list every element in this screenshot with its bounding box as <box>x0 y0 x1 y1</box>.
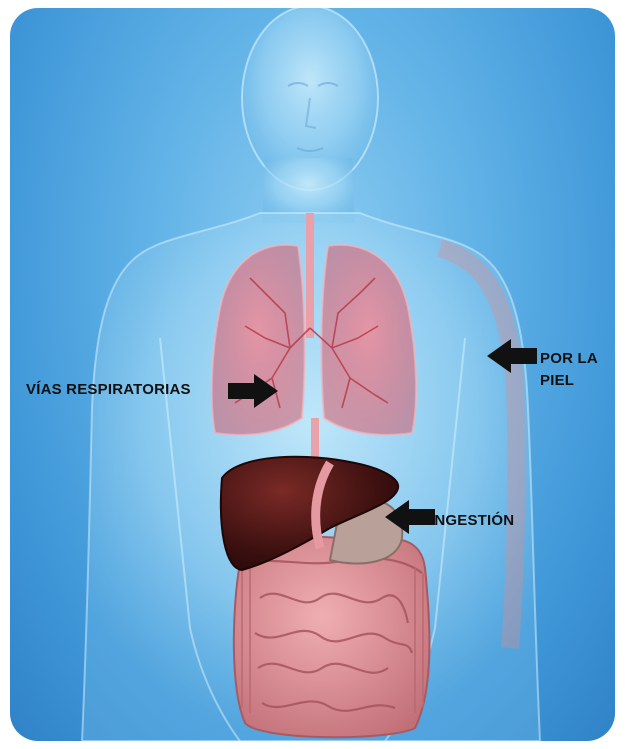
label-skin-line1: POR LA <box>540 348 598 370</box>
arrow-respiratory-icon <box>228 374 278 408</box>
label-skin: POR LA PIEL <box>540 348 598 392</box>
human-body-illustration <box>10 8 615 741</box>
arrow-ingestion-icon <box>385 500 435 534</box>
label-ingestion: INGESTIÓN <box>430 510 514 532</box>
label-respiratory: VÍAS RESPIRATORIAS <box>26 379 191 401</box>
label-skin-line2: PIEL <box>540 370 598 392</box>
intestines <box>234 536 430 737</box>
illustration-frame: VÍAS RESPIRATORIAS POR LA PIEL INGESTIÓN <box>10 8 615 741</box>
arrow-skin-icon <box>487 339 537 373</box>
